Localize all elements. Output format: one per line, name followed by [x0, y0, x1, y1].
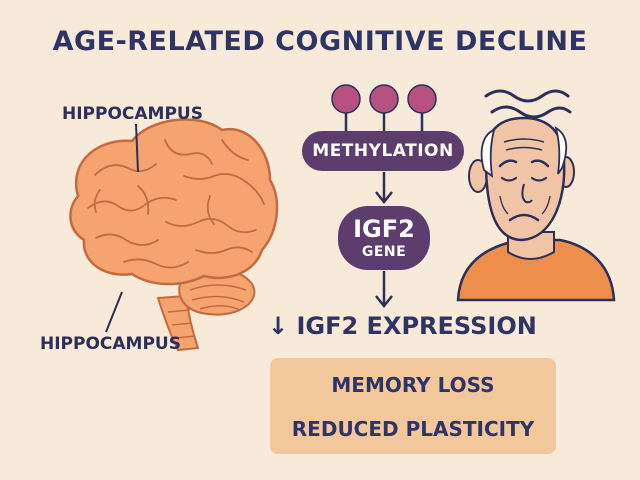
igf2-expression-label: ↓ IGF2 EXPRESSION: [268, 312, 537, 340]
confusion-waves-icon: [484, 89, 572, 119]
brain-icon: [69, 118, 279, 352]
arrow-down-icon: [375, 172, 393, 205]
gene-name: IGF2: [353, 215, 415, 243]
methyl-group-icon: [331, 84, 437, 132]
gene-subtitle: GENE: [361, 244, 407, 260]
arrow-down-icon: [375, 271, 393, 309]
methylation-pill: METHYLATION: [302, 131, 464, 171]
hippocampus-label-top: HIPPOCAMPUS: [62, 104, 203, 124]
hippocampus-label-bottom: HIPPOCAMPUS: [40, 334, 181, 354]
effects-box: MEMORY LOSS REDUCED PLASTICITY: [270, 358, 556, 454]
igf2-gene-pill: IGF2 GENE: [338, 206, 430, 270]
page-title: AGE-RELATED COGNITIVE DECLINE: [52, 26, 588, 57]
effect-reduced-plasticity: REDUCED PLASTICITY: [291, 417, 535, 441]
elderly-man-icon: [456, 116, 616, 302]
effect-memory-loss: MEMORY LOSS: [331, 373, 495, 397]
